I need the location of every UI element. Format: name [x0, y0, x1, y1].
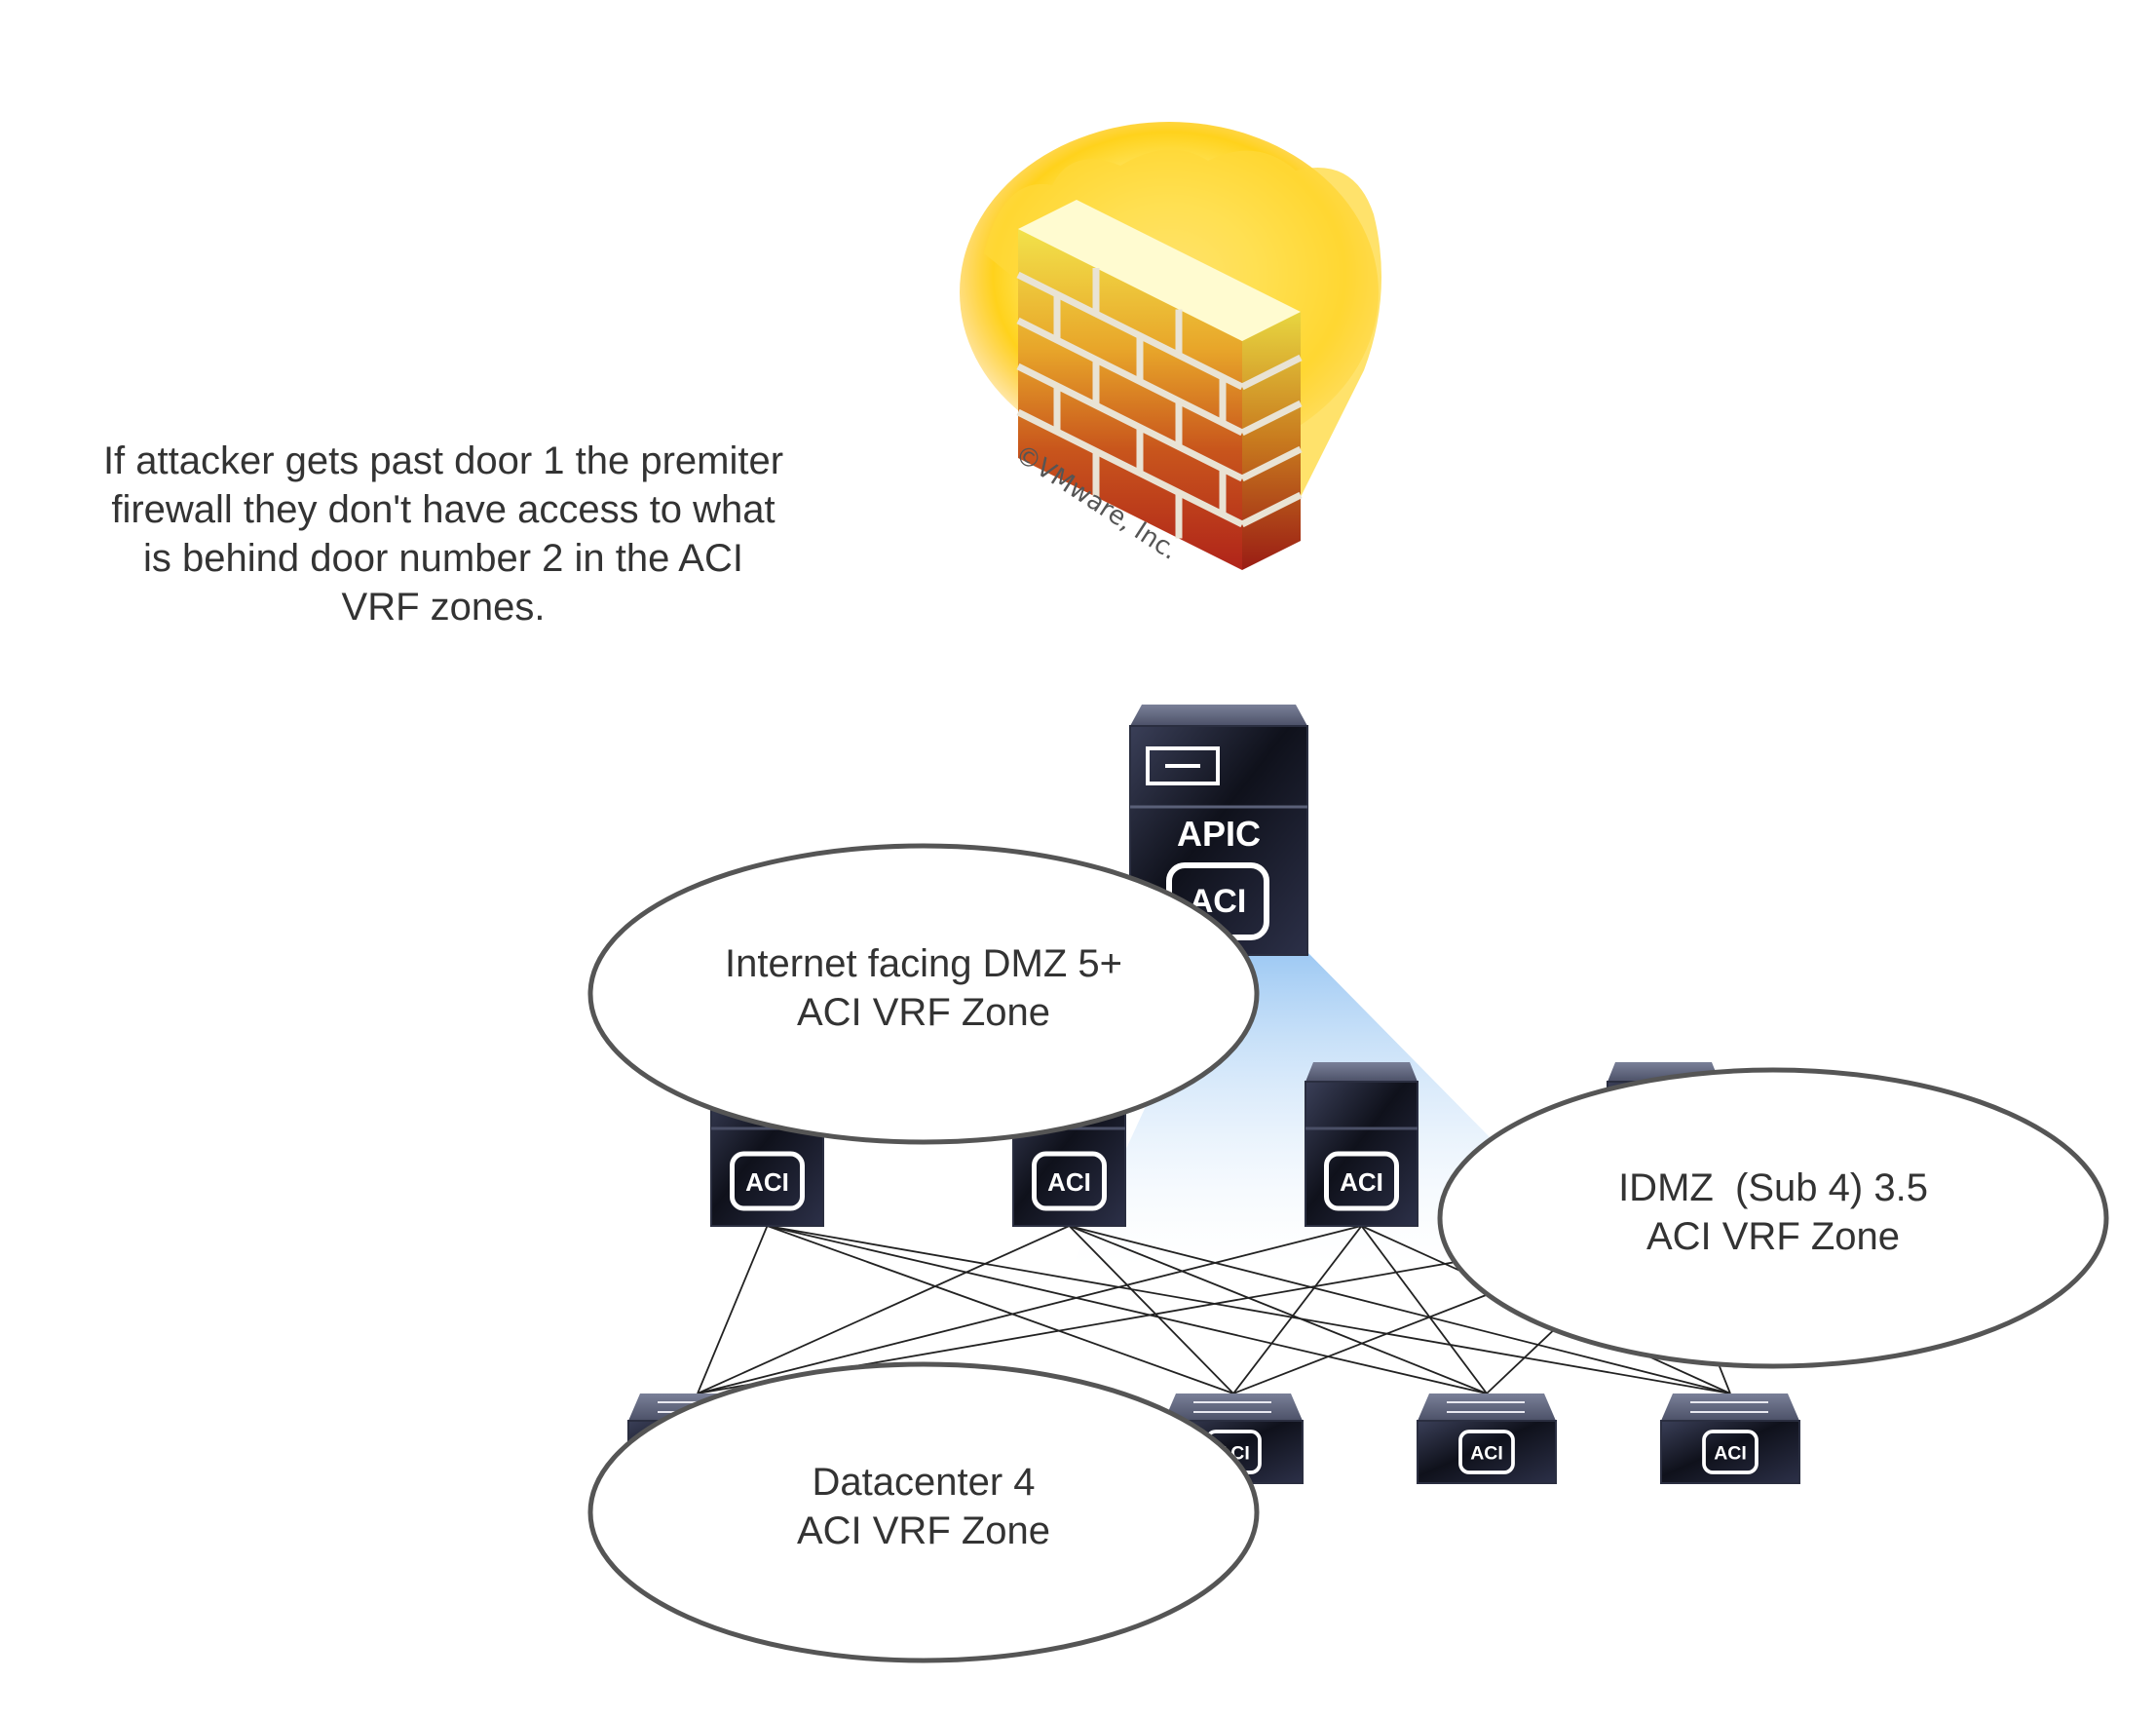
spine-badge: ACI — [1047, 1167, 1091, 1197]
aci-loop-icon — [1324, 1151, 1399, 1211]
leaf-badge: ACI — [1714, 1443, 1747, 1465]
zone-dmz-line2: ACI VRF Zone — [797, 991, 1050, 1034]
zone-idmz[interactable]: IDMZ (Sub 4) 3.5 ACI VRF Zone — [1437, 1067, 2109, 1369]
fabric-link — [1360, 1225, 1488, 1394]
zone-idmz-line2: ACI VRF Zone — [1646, 1215, 1900, 1258]
fabric-link — [767, 1225, 1234, 1394]
fabric-link — [1232, 1225, 1363, 1394]
zone-idmz-line1: IDMZ (Sub 4) 3.5 — [1618, 1166, 1928, 1209]
zone-dmz-line1: Internet facing DMZ 5+ — [725, 942, 1122, 985]
fabric-link — [767, 1225, 1488, 1394]
fabric-link — [1069, 1225, 1488, 1394]
fabric-link — [1069, 1225, 1731, 1394]
apic-label: APIC — [1177, 814, 1261, 854]
caption-line: If attacker gets past door 1 the premite… — [102, 439, 784, 482]
leaf-badge: ACI — [1470, 1443, 1503, 1465]
spine-badge: ACI — [745, 1167, 789, 1197]
fabric-link — [767, 1225, 1731, 1394]
fabric-link — [697, 1225, 769, 1394]
aci-loop-icon — [1032, 1151, 1107, 1211]
wall-mortar — [1016, 268, 1303, 539]
wall-side — [1242, 312, 1301, 570]
aci-loop-icon — [1702, 1430, 1759, 1474]
aci-loop-icon — [1458, 1430, 1515, 1474]
zone-datacenter[interactable]: Datacenter 4 ACI VRF Zone — [587, 1361, 1260, 1663]
caption-line: firewall they don't have access to what — [111, 488, 775, 531]
fabric-link — [1068, 1225, 1234, 1394]
zone-datacenter-line1: Datacenter 4 — [812, 1461, 1035, 1504]
spine-switch[interactable]: ACI — [1305, 1062, 1418, 1227]
fabric-link — [697, 1225, 1070, 1394]
firewall-icon: ©VMware, Inc. — [960, 122, 1381, 570]
caption-text: If attacker gets past door 1 the premite… — [58, 437, 828, 631]
wall-top — [1018, 200, 1301, 341]
zone-dmz[interactable]: Internet facing DMZ 5+ ACI VRF Zone — [587, 843, 1260, 1145]
leaf-switch[interactable]: ACI — [1660, 1393, 1800, 1484]
caption-line: VRF zones. — [341, 586, 546, 629]
zone-datacenter-line2: ACI VRF Zone — [797, 1509, 1050, 1552]
wall-front — [1018, 229, 1242, 570]
aci-loop-icon — [730, 1151, 805, 1211]
spine-badge: ACI — [1340, 1167, 1383, 1197]
fabric-link — [697, 1225, 1362, 1394]
apic-slot-icon — [1146, 746, 1220, 785]
leaf-switch[interactable]: ACI — [1417, 1393, 1557, 1484]
caption-line: is behind door number 2 in the ACI — [143, 537, 743, 580]
